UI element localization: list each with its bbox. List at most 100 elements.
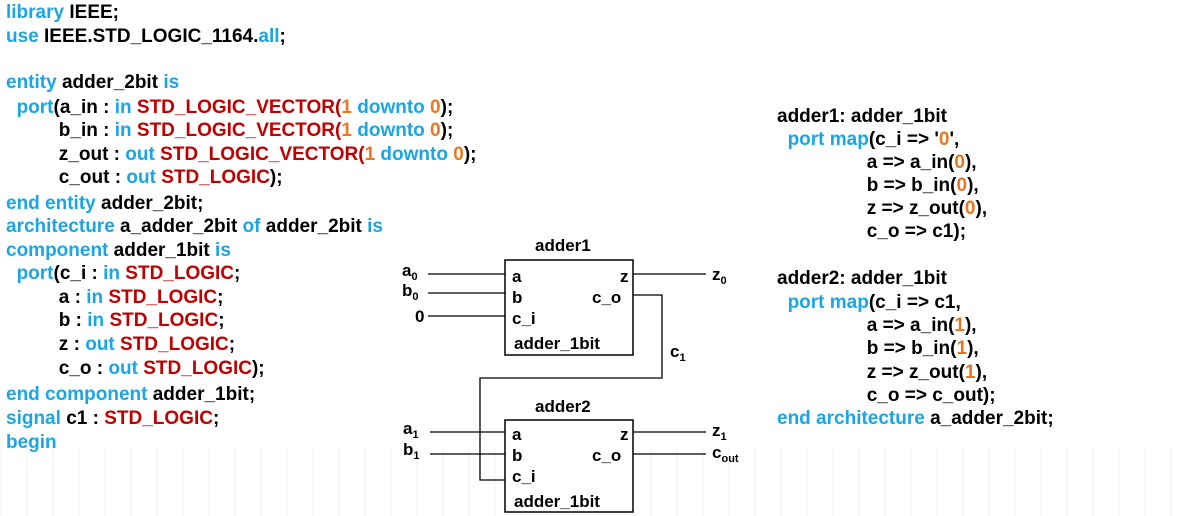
code-token: downto bbox=[351, 97, 431, 118]
code-token: 1 bbox=[956, 338, 968, 359]
code-token: all bbox=[258, 26, 280, 47]
code-token: is bbox=[163, 72, 180, 93]
code-token: ); bbox=[251, 358, 265, 379]
code-line: component adder_1bit is bbox=[6, 240, 231, 262]
adder2-box bbox=[504, 419, 634, 513]
code-token: ), bbox=[967, 175, 979, 196]
code-line: port map(c_i => '0', bbox=[777, 129, 960, 151]
code-token: end component bbox=[6, 384, 153, 405]
adder1-pin-co: c_o bbox=[592, 288, 621, 307]
wire-carry-c1 bbox=[479, 294, 663, 481]
code-token: ; bbox=[228, 334, 236, 355]
code-token: port map bbox=[787, 129, 869, 150]
code-token: port bbox=[16, 97, 54, 118]
code-token: in bbox=[114, 97, 137, 118]
adder1-pin-z: z bbox=[620, 267, 629, 286]
code-token: (c_i => ' bbox=[868, 129, 939, 150]
code-token: end entity bbox=[6, 193, 102, 214]
code-token: ; bbox=[218, 310, 225, 331]
adder2-pin-co: c_o bbox=[592, 446, 621, 465]
signal-zero-label: 0 bbox=[415, 307, 424, 326]
code-token: a_adder_2bit bbox=[120, 216, 243, 237]
adder1-pin-ci: c_i bbox=[512, 309, 536, 328]
code-line: entity adder_2bit is bbox=[6, 72, 179, 94]
code-token: a : bbox=[6, 287, 87, 308]
code-token: ; bbox=[279, 26, 286, 47]
adder2-pin-ci: c_i bbox=[512, 467, 536, 486]
code-line: c_out : out STD_LOGIC); bbox=[6, 167, 283, 189]
code-token: IEEE.STD_LOGIC_1164. bbox=[44, 26, 259, 47]
code-token: STD_LOGIC bbox=[120, 334, 229, 355]
code-token: z : bbox=[6, 334, 86, 355]
code-line: use IEEE.STD_LOGIC_1164.all; bbox=[6, 26, 286, 48]
code-token: 0 bbox=[430, 120, 441, 141]
code-token: 0 bbox=[956, 175, 968, 196]
adder1-type: adder_1bit bbox=[514, 334, 600, 353]
code-token: STD_LOGIC_VECTOR( bbox=[136, 120, 342, 141]
adder1-pin-a: a bbox=[512, 267, 522, 286]
signal-b0-label: b0 bbox=[402, 281, 419, 303]
code-line: adder2: adder_1bit bbox=[777, 268, 947, 290]
code-token: adder1: adder_1bit bbox=[777, 106, 947, 127]
code-token: out bbox=[125, 144, 161, 165]
code-token: architecture bbox=[6, 216, 121, 237]
code-line: c_o => c_out); bbox=[777, 385, 996, 407]
code-line: port(a_in : in STD_LOGIC_VECTOR(1 downto… bbox=[6, 97, 454, 119]
code-token: z_out : bbox=[6, 144, 126, 165]
code-token: use bbox=[6, 26, 45, 47]
adder1-box bbox=[504, 259, 634, 356]
code-token: end architecture bbox=[777, 408, 931, 429]
code-line: signal c1 : STD_LOGIC; bbox=[6, 408, 219, 430]
adder2-pin-z: z bbox=[620, 425, 629, 444]
adder2-pin-a: a bbox=[512, 425, 522, 444]
code-token: port bbox=[16, 263, 54, 284]
code-token: z => z_out( bbox=[777, 362, 965, 383]
code-token: out bbox=[85, 334, 121, 355]
code-token: STD_LOGIC bbox=[125, 263, 235, 284]
code-line: z : out STD_LOGIC; bbox=[6, 334, 235, 356]
code-token: ; bbox=[234, 263, 241, 284]
code-token: adder_2bit; bbox=[101, 193, 204, 214]
code-token: port map bbox=[787, 292, 869, 313]
code-token: 0 bbox=[954, 152, 965, 173]
code-line: a : in STD_LOGIC; bbox=[6, 287, 224, 309]
code-line: end architecture a_adder_2bit; bbox=[777, 408, 1054, 430]
code-token: b_in : bbox=[6, 120, 115, 141]
code-token: b => b_in( bbox=[777, 338, 957, 359]
code-token: ; bbox=[212, 408, 220, 429]
code-line: a => a_in(0), bbox=[777, 152, 977, 174]
code-token: STD_LOGIC_VECTOR( bbox=[160, 144, 365, 165]
code-token: a => a_in( bbox=[777, 315, 955, 336]
code-token: out bbox=[108, 358, 144, 379]
signal-a1-label: a1 bbox=[403, 419, 419, 441]
code-token: library bbox=[6, 2, 70, 23]
code-token: 0 bbox=[453, 144, 464, 165]
code-token: STD_LOGIC bbox=[161, 167, 270, 188]
code-token: (c_i : bbox=[53, 263, 104, 284]
code-token: STD_LOGIC bbox=[143, 358, 252, 379]
code-line: z => z_out(1), bbox=[777, 362, 987, 384]
code-line: c_o : out STD_LOGIC); bbox=[6, 358, 265, 380]
code-line: port map(c_i => c1, bbox=[777, 292, 961, 314]
adder2-type: adder_1bit bbox=[514, 492, 600, 511]
code-token: STD_LOGIC bbox=[108, 287, 218, 308]
code-token: in bbox=[86, 287, 109, 308]
code-token: c_out : bbox=[6, 167, 127, 188]
signal-z0-label: z0 bbox=[712, 265, 727, 287]
code-token: in bbox=[87, 310, 110, 331]
code-token: ), bbox=[964, 152, 977, 173]
code-token: adder_2bit bbox=[265, 216, 368, 237]
code-token: STD_LOGIC_VECTOR( bbox=[136, 97, 342, 118]
code-token: (c_i => c1, bbox=[868, 292, 961, 313]
code-token: adder_1bit; bbox=[152, 384, 256, 405]
code-token: ); bbox=[463, 144, 477, 165]
code-token: of bbox=[242, 216, 266, 237]
code-token: adder_1bit bbox=[113, 240, 216, 261]
code-line: adder1: adder_1bit bbox=[777, 106, 947, 128]
code-line: b => b_in(1), bbox=[777, 338, 979, 360]
code-token: c_o => c_out); bbox=[777, 385, 996, 406]
code-token: 0 bbox=[938, 129, 950, 150]
code-token: out bbox=[126, 167, 162, 188]
code-token: is bbox=[215, 240, 231, 261]
code-line: z => z_out(0), bbox=[777, 198, 987, 220]
